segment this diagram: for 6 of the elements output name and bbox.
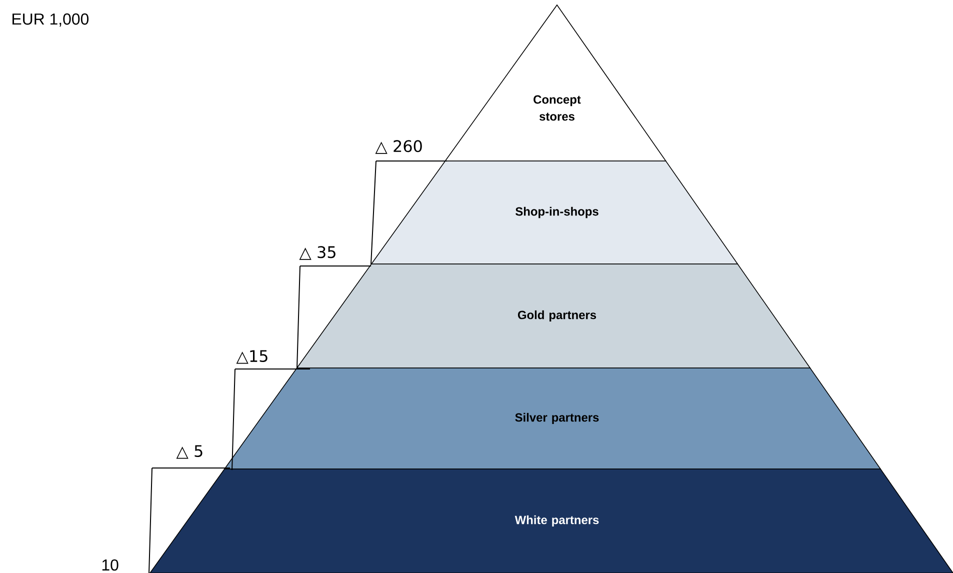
base-value: 10 — [102, 559, 118, 571]
unit-label: EUR 1,000 — [12, 13, 89, 27]
step-value: △ 35 — [299, 246, 336, 260]
step-value: △ 260 — [375, 140, 422, 154]
step-value: △15 — [236, 350, 268, 364]
step-value: △ 5 — [176, 445, 202, 459]
